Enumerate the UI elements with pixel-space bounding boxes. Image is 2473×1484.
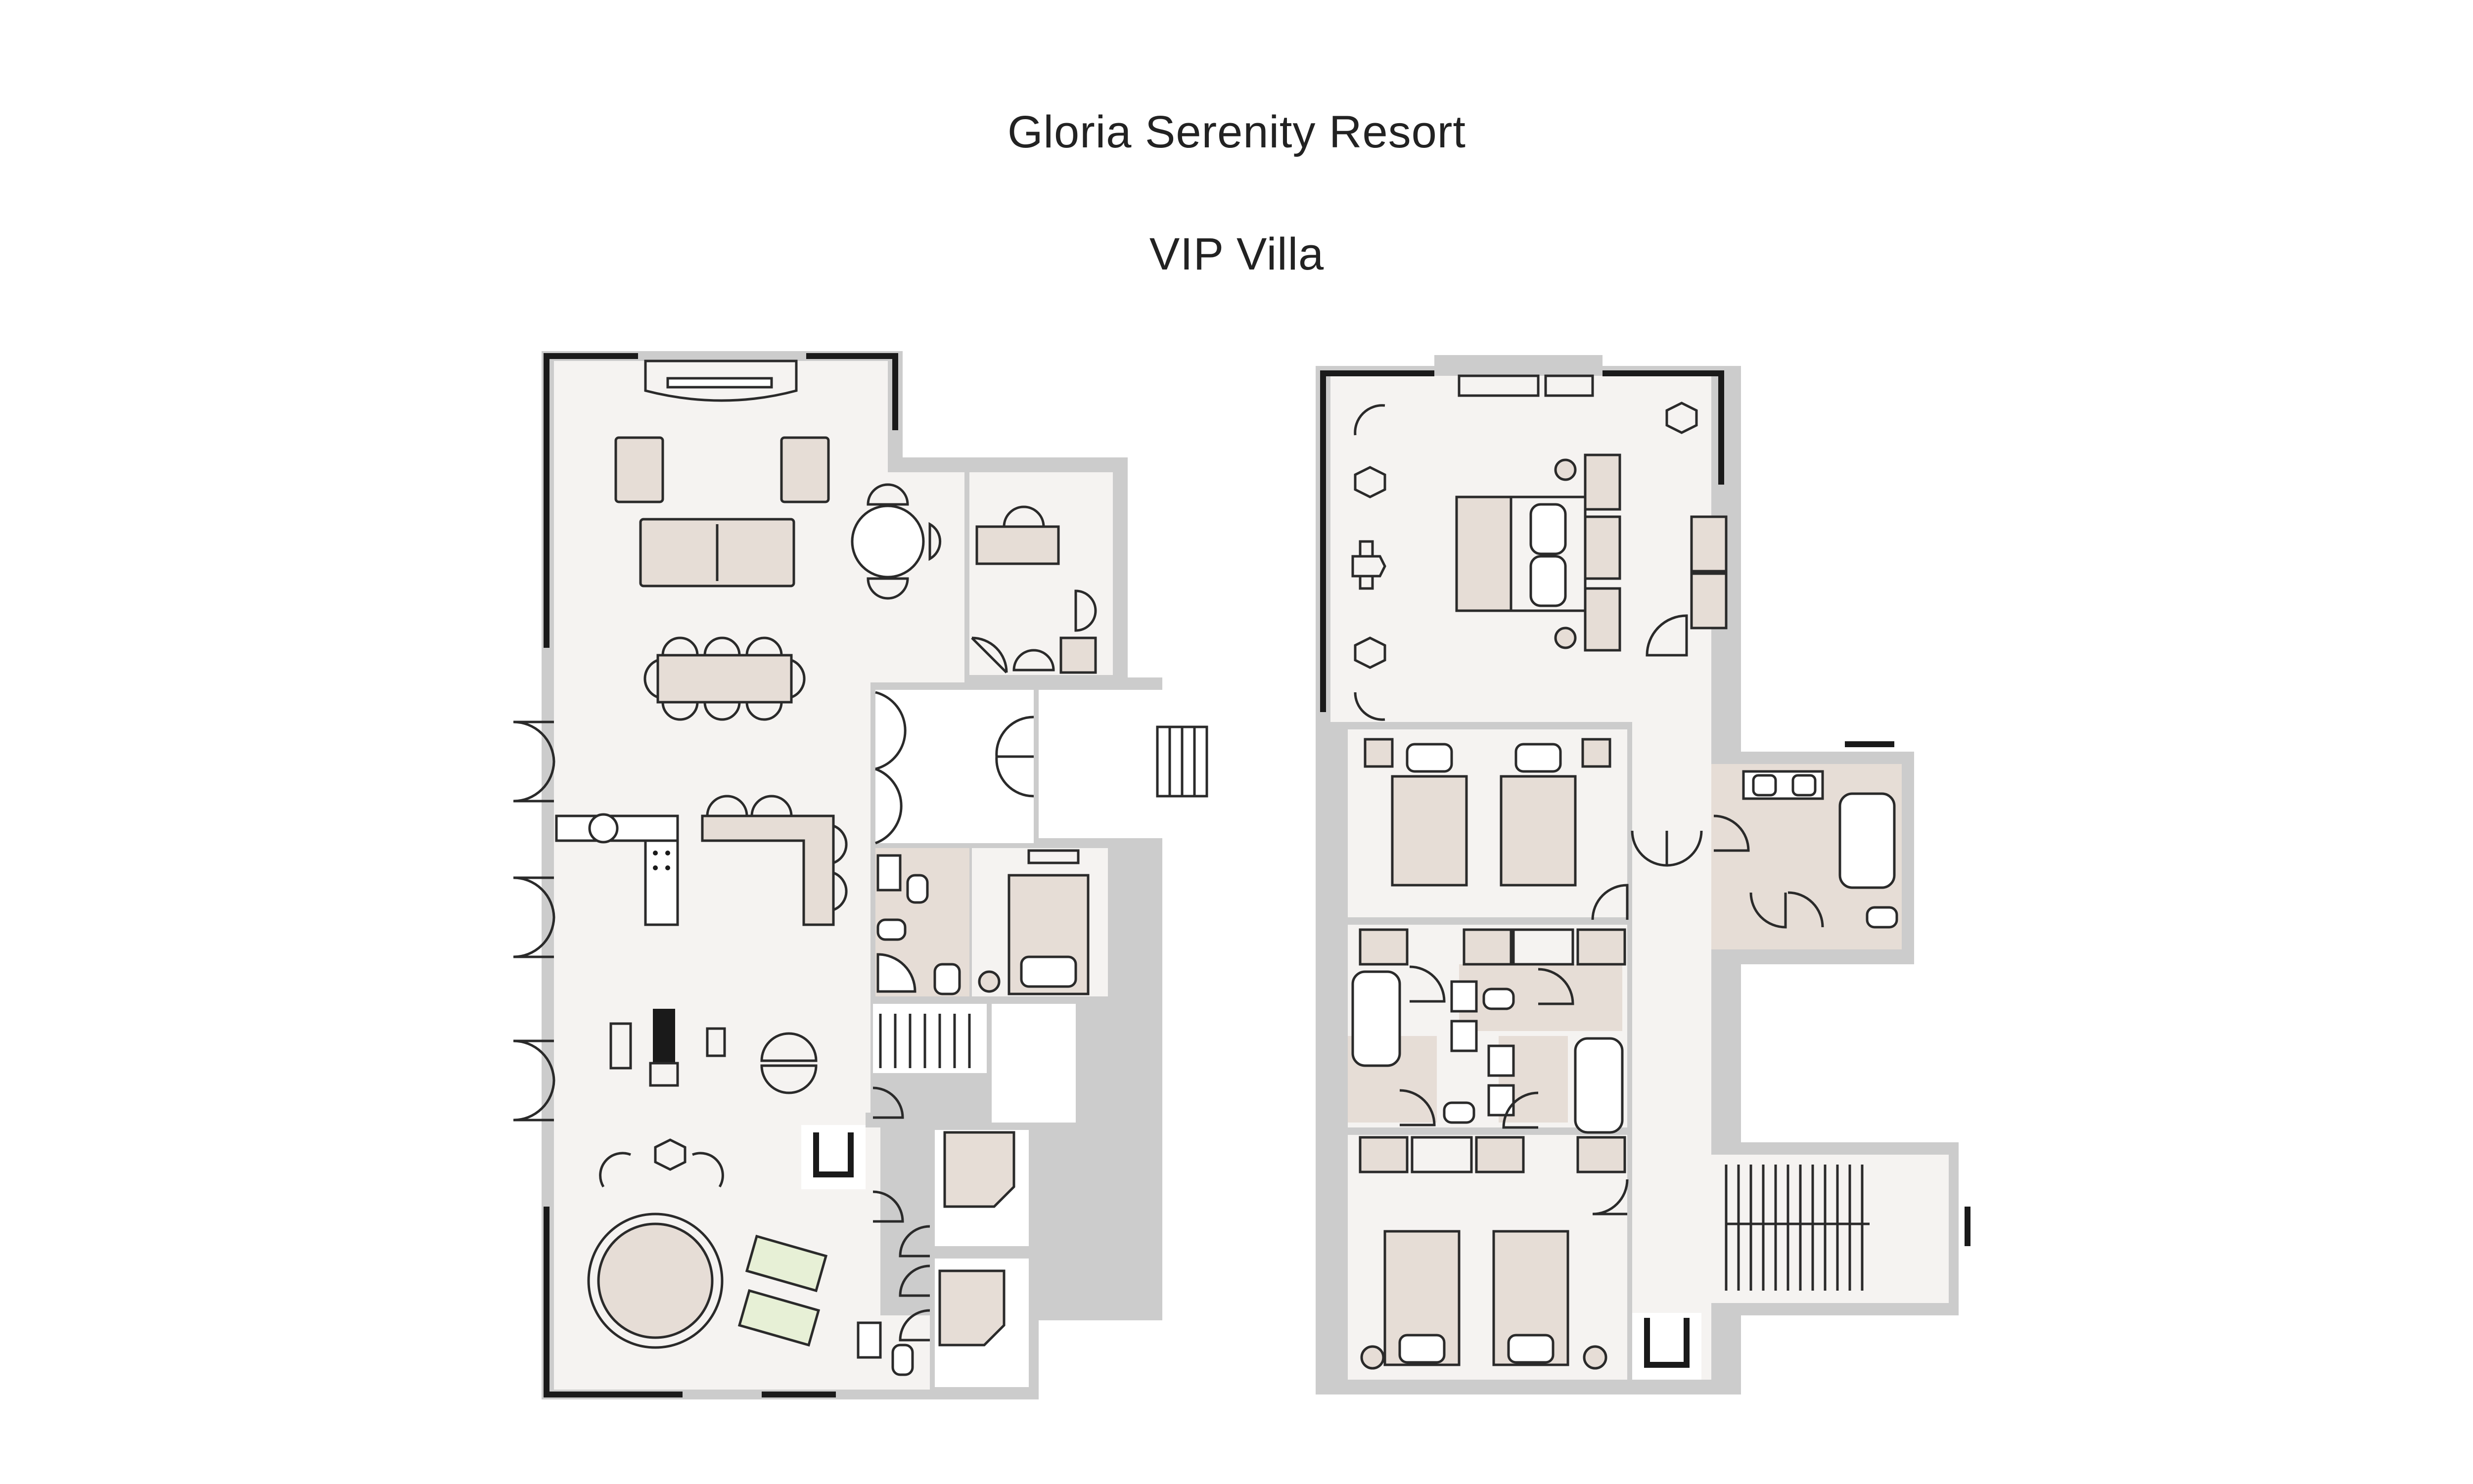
armchair [614,436,664,503]
side-table [1354,466,1386,498]
stair-hall-floor [1711,1155,1949,1303]
cabinet [1359,928,1409,966]
single-bed [1500,775,1577,887]
desk [1027,849,1080,864]
desk [1411,1136,1473,1173]
fireplace [801,1125,866,1189]
armchair [780,436,830,503]
corner-sofa [701,814,835,926]
cabinet [1475,1136,1525,1173]
corridor-double-door [1631,830,1703,867]
nightstand [1584,453,1621,511]
washbasin [876,854,902,892]
dining-table [656,654,793,704]
bathtub [1351,970,1401,1067]
bench [1584,515,1621,580]
washbasin [857,1321,882,1359]
lounge-chair [692,1152,724,1188]
exterior-line [1320,370,1434,712]
villa-title: VIP Villa [1149,229,1325,279]
lounge-chair [599,1152,631,1188]
cabinet [1359,1136,1409,1173]
bathtub [1838,792,1896,889]
side-table [1059,636,1097,674]
lamp [1554,627,1577,649]
bench [1584,587,1621,652]
wardrobe [1690,515,1728,573]
lamp [1554,458,1577,481]
washbasin [1450,980,1478,1013]
french-door [513,1039,555,1122]
window-bench [666,377,773,389]
stair-area [873,1004,987,1073]
upper-corridor-floor [1632,722,1711,1380]
kitchen-sink [588,813,619,844]
cross-trainer [706,1027,726,1057]
upper-staircase [1725,1165,1870,1291]
master-door [1646,614,1688,657]
cabinet [1576,928,1626,966]
bathtub [1574,1037,1624,1134]
toilet [1866,906,1898,929]
sun-lounger [737,1289,821,1347]
study-desk [975,525,1060,565]
staircase [879,1014,971,1068]
toilet [876,918,907,941]
entrance-door [875,691,907,845]
desk [1512,928,1574,966]
side-table [1354,636,1386,669]
french-door [513,720,555,803]
porch-steps [1156,725,1208,798]
dining-chairs [643,636,806,721]
washbasin [1487,1044,1515,1077]
lamp [978,970,1001,993]
ground-floor-plan [513,351,1208,1399]
shower [876,953,916,993]
porch-door [995,716,1034,798]
upper-bay-wall [1434,355,1603,375]
lounge-chair [1354,692,1385,721]
exterior-line [806,353,898,430]
toilet [933,963,961,995]
kitchen-counter [644,839,679,926]
round-table [851,504,925,579]
toilet [891,1344,914,1376]
nightstand [1364,738,1394,768]
exterior-line [1603,370,1724,485]
washbasin [1450,1020,1478,1052]
wardrobe [1690,572,1728,630]
washbasin [1487,1084,1515,1117]
sun-lounger [745,1234,828,1293]
exterior-line [544,353,638,648]
fireplace [1632,1313,1701,1380]
lounge-chair [1354,404,1385,436]
entrance-porch [1039,690,1162,838]
resort-title: Gloria Serenity Resort [1008,107,1466,157]
lamp [1583,1345,1607,1370]
single-bed [1391,775,1468,887]
sauna-bench [943,1131,1015,1208]
nightstand [1581,738,1611,768]
storage-area [992,1004,1076,1123]
exterior-line [544,1207,683,1397]
treadmill [653,1009,675,1068]
exercise-bike [609,1022,632,1070]
cabinet [1576,1136,1626,1173]
toilet [906,874,929,904]
upper-floor-plan [1316,355,1970,1394]
window-seat [1544,374,1594,397]
window-seat [1458,374,1540,397]
cabinet [1463,928,1512,966]
side-table [654,1138,687,1171]
french-door [513,876,555,958]
steam-bench [938,1269,1006,1347]
lamp [1360,1345,1385,1370]
massage-chairs [760,1032,818,1094]
toilet [1443,1101,1475,1124]
toilet [1482,988,1515,1010]
side-table [1665,402,1698,434]
